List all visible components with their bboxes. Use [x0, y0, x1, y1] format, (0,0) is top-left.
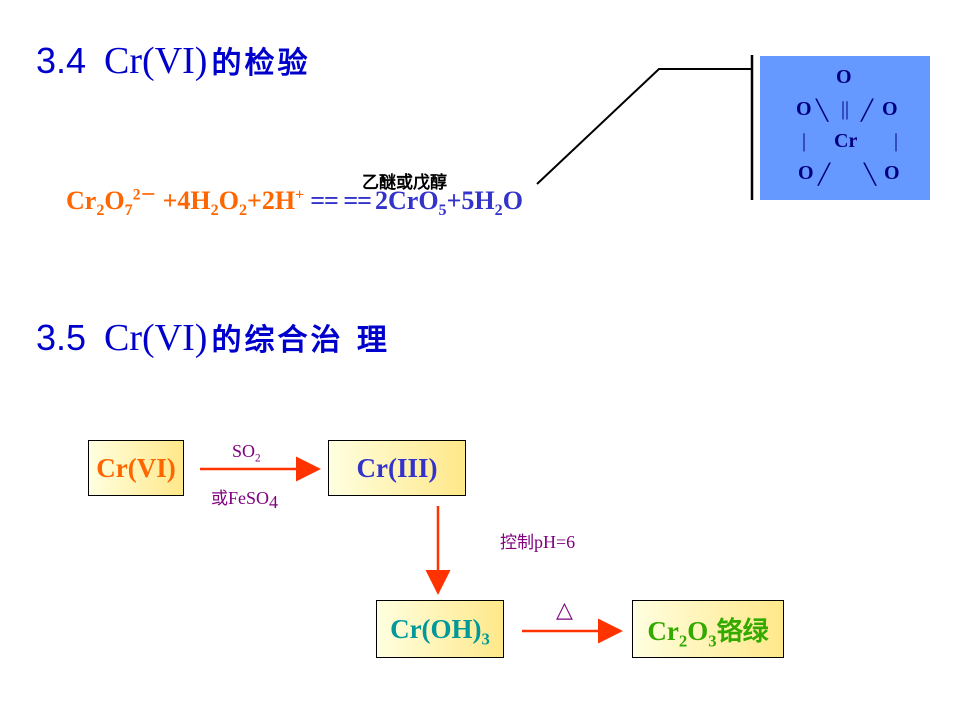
section-3-5-heading: 3.5 Cr(VI) 的综合治 理 [36, 315, 390, 360]
bond-right-vertical: | [894, 130, 899, 152]
section-title: 的综合治 理 [211, 323, 390, 358]
box-cr-vi: Cr(VI) [88, 440, 184, 496]
heat-symbol: △ [556, 598, 573, 623]
cro5-structure: O O ╲ || ╱ O | Cr | O ╱ ╲ O [760, 56, 930, 200]
section-number: 3.4 [36, 40, 87, 81]
product-water: +5H2O [446, 186, 523, 220]
reagent-feso4: 或FeSO4 [211, 488, 279, 513]
reactant-proton: +2H+ [247, 186, 305, 215]
product-cro5: 2CrO5 [375, 186, 447, 220]
bond-bottom-right-diagonal: ╲ [864, 164, 877, 186]
bond-right-diagonal: ╱ [861, 100, 874, 122]
box-cr-oh-3: Cr(OH)3 [376, 600, 504, 658]
atom-o-bottom-left: O [798, 162, 814, 184]
reaction-condition: 乙醚或戊醇 [362, 173, 447, 193]
chemical-equation: Cr2O72－ +4H2O2+2H+== ==2CrO5+5H2O [66, 186, 523, 220]
bond-left-vertical: | [802, 130, 807, 152]
atom-cr-center: Cr [834, 130, 858, 152]
section-number: 3.5 [36, 317, 87, 358]
reagent-so2: SO2 [232, 441, 261, 465]
atom-o-top: O [836, 66, 852, 88]
reactant-peroxide: +4H2O2 [156, 186, 247, 220]
reactant-dichromate: Cr2O72－ [66, 186, 157, 220]
bond-left-diagonal: ╲ [816, 100, 829, 122]
atom-o-left: O [796, 98, 812, 120]
atom-o-bottom-right: O [884, 162, 900, 184]
box-chrome-green: Cr2O3铬绿 [632, 600, 784, 658]
bond-bottom-left-diagonal: ╱ [818, 164, 831, 186]
section-title: 的检验 [211, 46, 311, 81]
atom-o-right: O [882, 98, 898, 120]
section-3-4-heading: 3.4 Cr(VI) 的检验 [36, 38, 310, 83]
section-species: Cr(VI) [104, 40, 208, 82]
bond-double: || [841, 98, 850, 120]
condition-ph: 控制pH=6 [500, 532, 576, 553]
section-species: Cr(VI) [104, 317, 208, 359]
box-cr-iii: Cr(III) [328, 440, 466, 496]
equals-sign: == == [310, 186, 372, 215]
